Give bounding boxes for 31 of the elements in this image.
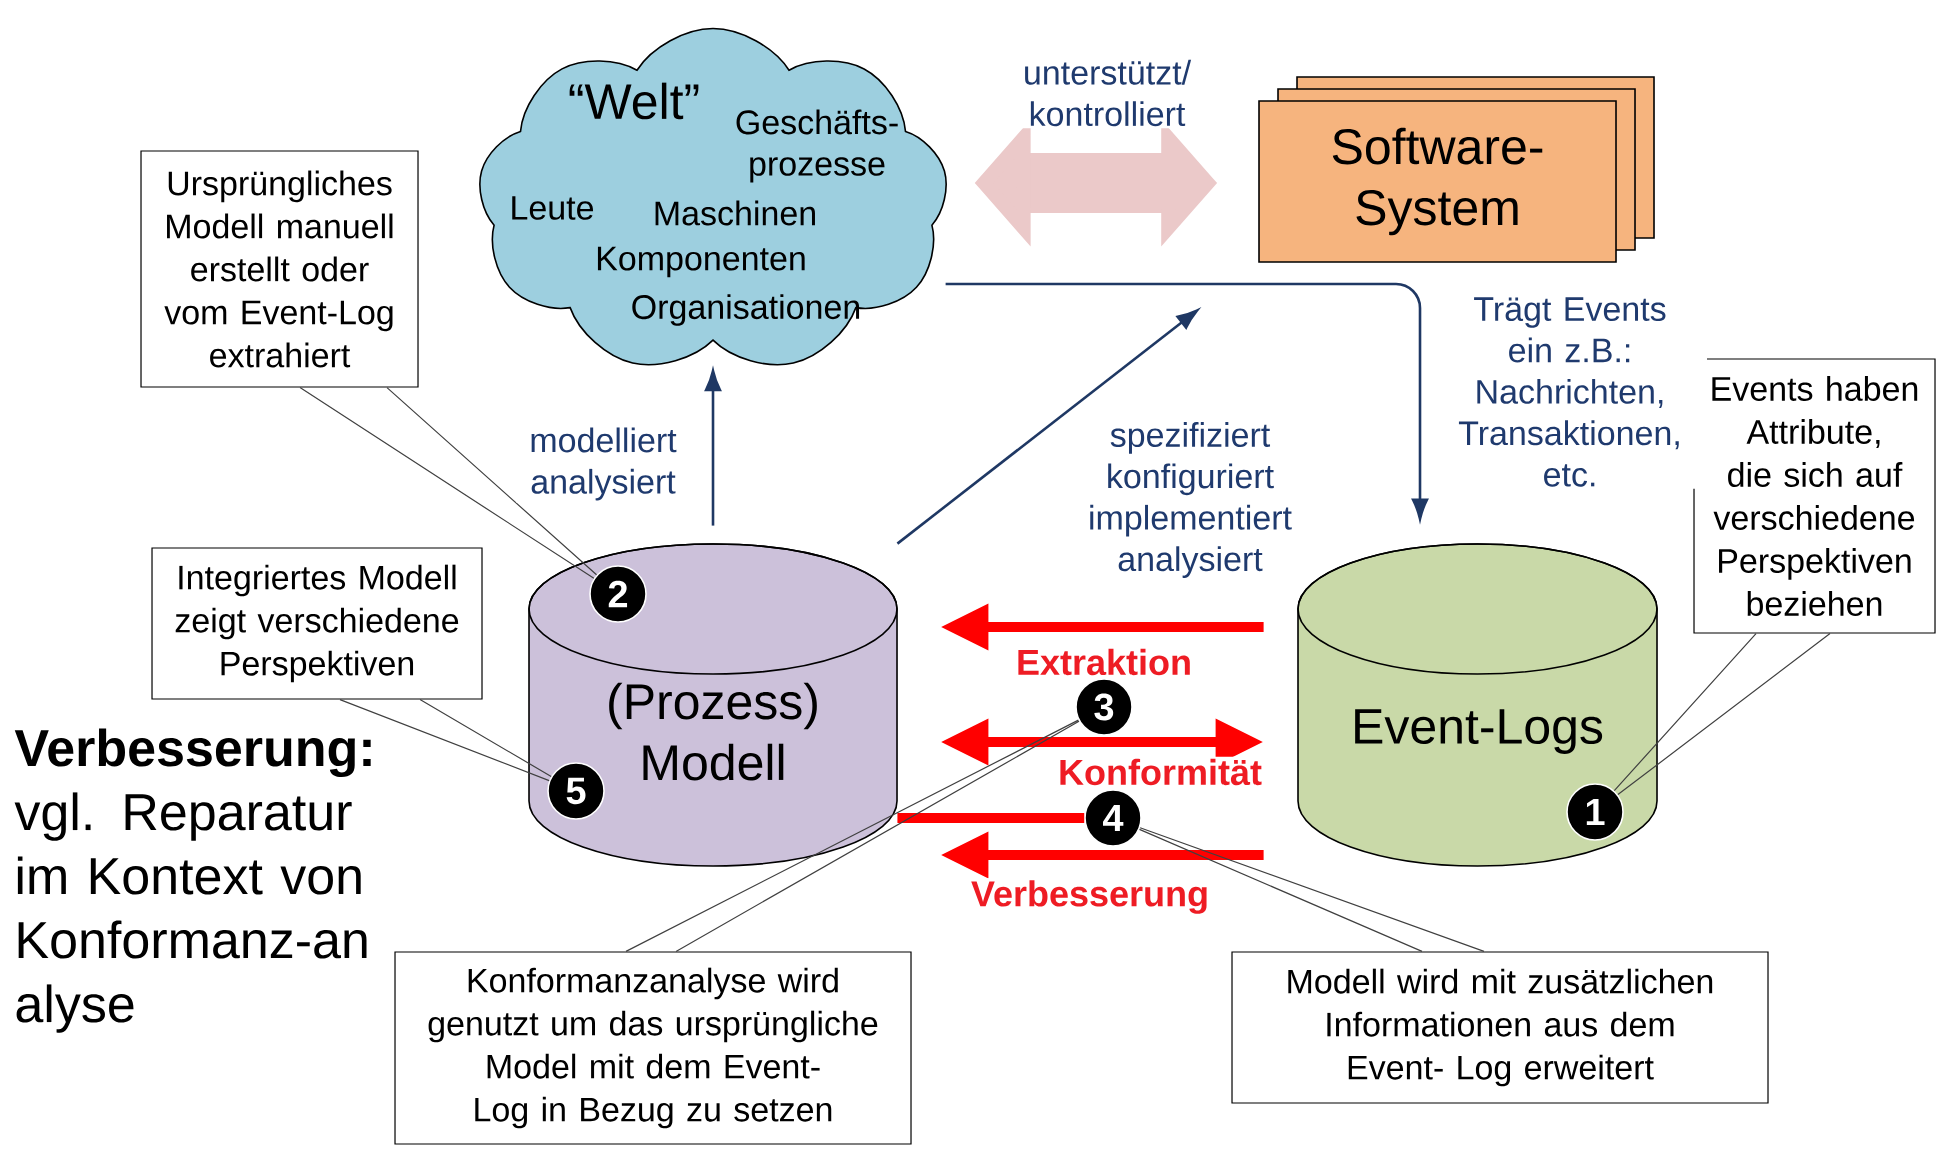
cloud-label: “Welt” bbox=[569, 82, 699, 120]
callout-box: Konformanzanalyse wird genutzt um das ursprüngliche Model mit dem Event-Log in Bezug zu setzen bbox=[394, 951, 912, 1145]
line bbox=[897, 813, 1085, 823]
edge-label: Trägt Events ein z.B.: Nachrichten, Transaktionen, etc. bbox=[1433, 295, 1707, 489]
number-badge: 3 bbox=[1075, 678, 1133, 736]
leader-line bbox=[625, 719, 1080, 952]
cloud-label: Maschinen bbox=[655, 200, 815, 226]
callout-box: Ursprüngliches Modell manuell erstellt oder vom Event-Log extrahiert bbox=[140, 150, 419, 388]
note-text: Verbesserung: vgl. Reparatur im Kontext von Konformanz-an alyse bbox=[14, 728, 371, 1033]
cloud-label: Geschäfts- prozesse bbox=[736, 109, 898, 183]
edge-label: unterstützt/ kontrolliert bbox=[1005, 57, 1209, 129]
number-badge: 1 bbox=[1566, 783, 1624, 841]
edge-label: Verbesserung bbox=[968, 878, 1212, 916]
cloud-label: Leute bbox=[512, 196, 594, 220]
number-badge: 5 bbox=[547, 762, 605, 820]
callout-box: Modell wird mit zusätzlichen Informationen aus dem Event- Log erweitert bbox=[1231, 951, 1769, 1104]
leader-line bbox=[299, 387, 598, 579]
callout-box: Integriertes Modell zeigt verschiedene Perspektiven bbox=[151, 547, 483, 700]
number-badge: 4 bbox=[1084, 789, 1142, 847]
leader-line bbox=[339, 699, 552, 782]
cloud-label: Komponenten bbox=[597, 246, 805, 278]
edge-label: modelliert analysiert bbox=[516, 425, 690, 503]
edge-label: Konformität bbox=[1056, 756, 1264, 788]
number-badge: 2 bbox=[589, 565, 647, 623]
arrow bbox=[896, 309, 1199, 545]
edge-label: Extraktion bbox=[1014, 646, 1195, 678]
leader-line bbox=[1138, 827, 1485, 952]
document-stack: Software- System bbox=[1258, 76, 1655, 263]
cloud-label: Organisationen bbox=[632, 294, 860, 326]
callout-box: Events haben Attribute, die sich auf verschiedene Perspektiven beziehen bbox=[1693, 358, 1936, 634]
leader-line bbox=[1613, 633, 1831, 796]
